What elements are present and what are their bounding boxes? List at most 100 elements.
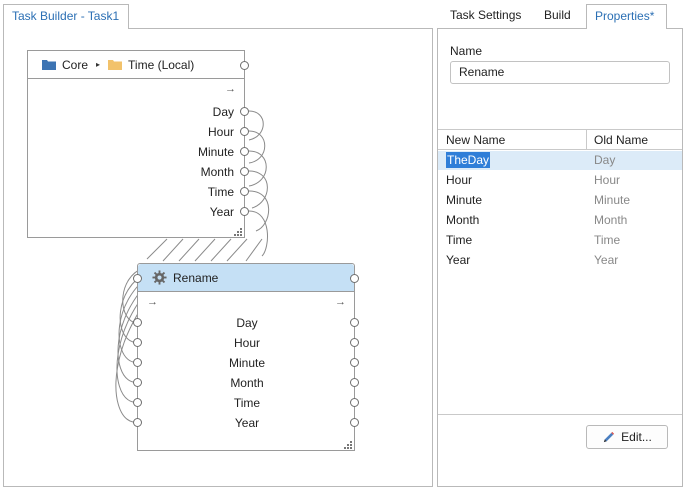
breadcrumb-leaf[interactable]: Time (Local) — [128, 57, 195, 72]
rename-port-label-year: Year — [234, 416, 260, 430]
rename-out-port-month[interactable] — [350, 378, 359, 387]
edit-button[interactable]: Edit... — [586, 425, 668, 449]
tab-properties-label: Properties* — [595, 9, 655, 23]
pencil-icon — [602, 431, 615, 444]
table-header-divider — [586, 129, 587, 150]
wire-time-loop — [248, 190, 270, 232]
rename-port-label-hour: Hour — [233, 336, 260, 350]
table-row[interactable]: Month Month — [438, 211, 682, 231]
table-row-selected-highlight — [438, 151, 682, 170]
new-name-cell[interactable]: Time — [446, 233, 473, 247]
rename-port-label-day: Day — [236, 316, 258, 330]
rename-in-port-hour[interactable] — [133, 338, 142, 347]
table-row[interactable]: Minute Minute — [438, 191, 682, 211]
table-row[interactable]: Year Year — [438, 251, 682, 271]
table-row[interactable]: TheDay Day — [438, 151, 682, 171]
wire-month-loop — [248, 170, 268, 209]
source-port-label-hour: Hour — [207, 125, 234, 139]
source-port-label-month: Month — [200, 165, 234, 179]
source-port-day[interactable] — [240, 107, 249, 116]
source-header-output-port[interactable] — [240, 61, 249, 70]
rename-out-port-year[interactable] — [350, 418, 359, 427]
breadcrumb-separator: ▸ — [96, 60, 101, 69]
tab-task-builder[interactable]: Task Builder - Task1 — [3, 4, 129, 29]
rename-in-port-month[interactable] — [133, 378, 142, 387]
rename-node-header[interactable]: Rename — [138, 264, 354, 292]
table-row[interactable]: Time Time — [438, 231, 682, 251]
wire-diag-3 — [178, 238, 200, 262]
rename-table: New Name Old Name TheDay Day Hour Hour M… — [438, 129, 682, 415]
source-port-label-minute: Minute — [197, 145, 234, 159]
old-name-cell: Hour — [594, 173, 621, 187]
old-name-cell: Month — [594, 213, 628, 227]
rename-out-port-time[interactable] — [350, 398, 359, 407]
tab-properties[interactable]: Properties* — [586, 4, 667, 29]
rename-in-port-time[interactable] — [133, 398, 142, 407]
tab-task-settings[interactable]: Task Settings — [442, 4, 529, 28]
new-name-cell-text: TheDay — [447, 153, 490, 167]
new-name-cell[interactable]: Month — [446, 213, 480, 227]
edit-button-label: Edit... — [621, 430, 652, 444]
source-resize-grip[interactable] — [234, 228, 242, 236]
wire-diag-7 — [245, 238, 263, 262]
rename-in-port-year[interactable] — [133, 418, 142, 427]
rename-out-port-minute[interactable] — [350, 358, 359, 367]
wire-diag-5 — [210, 238, 232, 262]
wire-diag-6 — [226, 238, 248, 262]
source-node-time-local[interactable]: Core ▸ Time (Local) → Day Hour Minute Mo… — [27, 50, 249, 238]
rename-resize-grip[interactable] — [344, 441, 352, 449]
rename-header-input-port[interactable] — [133, 274, 142, 283]
rename-port-label-month: Month — [230, 376, 264, 390]
wire-day-loop — [248, 110, 264, 141]
new-name-cell[interactable]: TheDay — [446, 152, 491, 168]
source-port-hour[interactable] — [240, 127, 249, 136]
rename-out-port-day[interactable] — [350, 318, 359, 327]
name-input[interactable]: Rename — [450, 61, 670, 84]
source-port-month[interactable] — [240, 167, 249, 176]
rename-node-title: Rename — [173, 270, 219, 285]
column-header-old-name[interactable]: Old Name — [594, 133, 649, 147]
old-name-cell: Minute — [594, 193, 631, 207]
tab-build-label: Build — [544, 8, 571, 22]
gear-icon — [152, 270, 167, 285]
tab-build[interactable]: Build — [536, 4, 579, 28]
source-node-header[interactable]: Core ▸ Time (Local) — [28, 51, 244, 79]
rename-port-label-time: Time — [233, 396, 261, 410]
rename-output-arrow: → — [335, 296, 346, 308]
source-port-label-time: Time — [207, 185, 234, 199]
rename-input-arrow: → — [147, 296, 158, 308]
table-header-row — [438, 129, 682, 150]
properties-panel: Name Rename New Name Old Name TheDay Day… — [437, 28, 683, 487]
old-name-cell: Year — [594, 253, 619, 267]
rename-in-port-day[interactable] — [133, 318, 142, 327]
rename-header-output-port[interactable] — [350, 274, 359, 283]
wire-hour-loop — [248, 130, 266, 164]
wire-minute-loop — [248, 150, 267, 187]
wire-diag-4 — [194, 238, 216, 262]
breadcrumb-root[interactable]: Core — [62, 57, 89, 72]
old-name-cell: Day — [594, 153, 616, 167]
rename-port-label-minute: Minute — [228, 356, 266, 370]
table-row[interactable]: Hour Hour — [438, 171, 682, 191]
source-port-year[interactable] — [240, 207, 249, 216]
rename-in-port-minute[interactable] — [133, 358, 142, 367]
folder-yellow-icon — [108, 59, 123, 70]
new-name-cell[interactable]: Hour — [446, 173, 473, 187]
folder-blue-icon — [42, 59, 56, 70]
name-input-value: Rename — [459, 65, 505, 79]
source-port-label-year: Year — [209, 205, 234, 219]
source-port-time[interactable] — [240, 187, 249, 196]
old-name-cell: Time — [594, 233, 621, 247]
table-bottom-divider — [438, 414, 682, 415]
source-port-minute[interactable] — [240, 147, 249, 156]
new-name-cell[interactable]: Minute — [446, 193, 483, 207]
source-port-label-day: Day — [212, 105, 234, 119]
rename-node[interactable]: Rename → → Day Hour Minute Month Time Ye… — [133, 263, 359, 451]
wire-diag-2 — [162, 238, 184, 262]
tab-task-settings-label: Task Settings — [450, 8, 522, 22]
source-output-arrow: → — [225, 83, 236, 95]
tab-task-builder-label: Task Builder - Task1 — [12, 9, 120, 23]
new-name-cell[interactable]: Year — [446, 253, 471, 267]
rename-out-port-hour[interactable] — [350, 338, 359, 347]
column-header-new-name[interactable]: New Name — [446, 133, 506, 147]
